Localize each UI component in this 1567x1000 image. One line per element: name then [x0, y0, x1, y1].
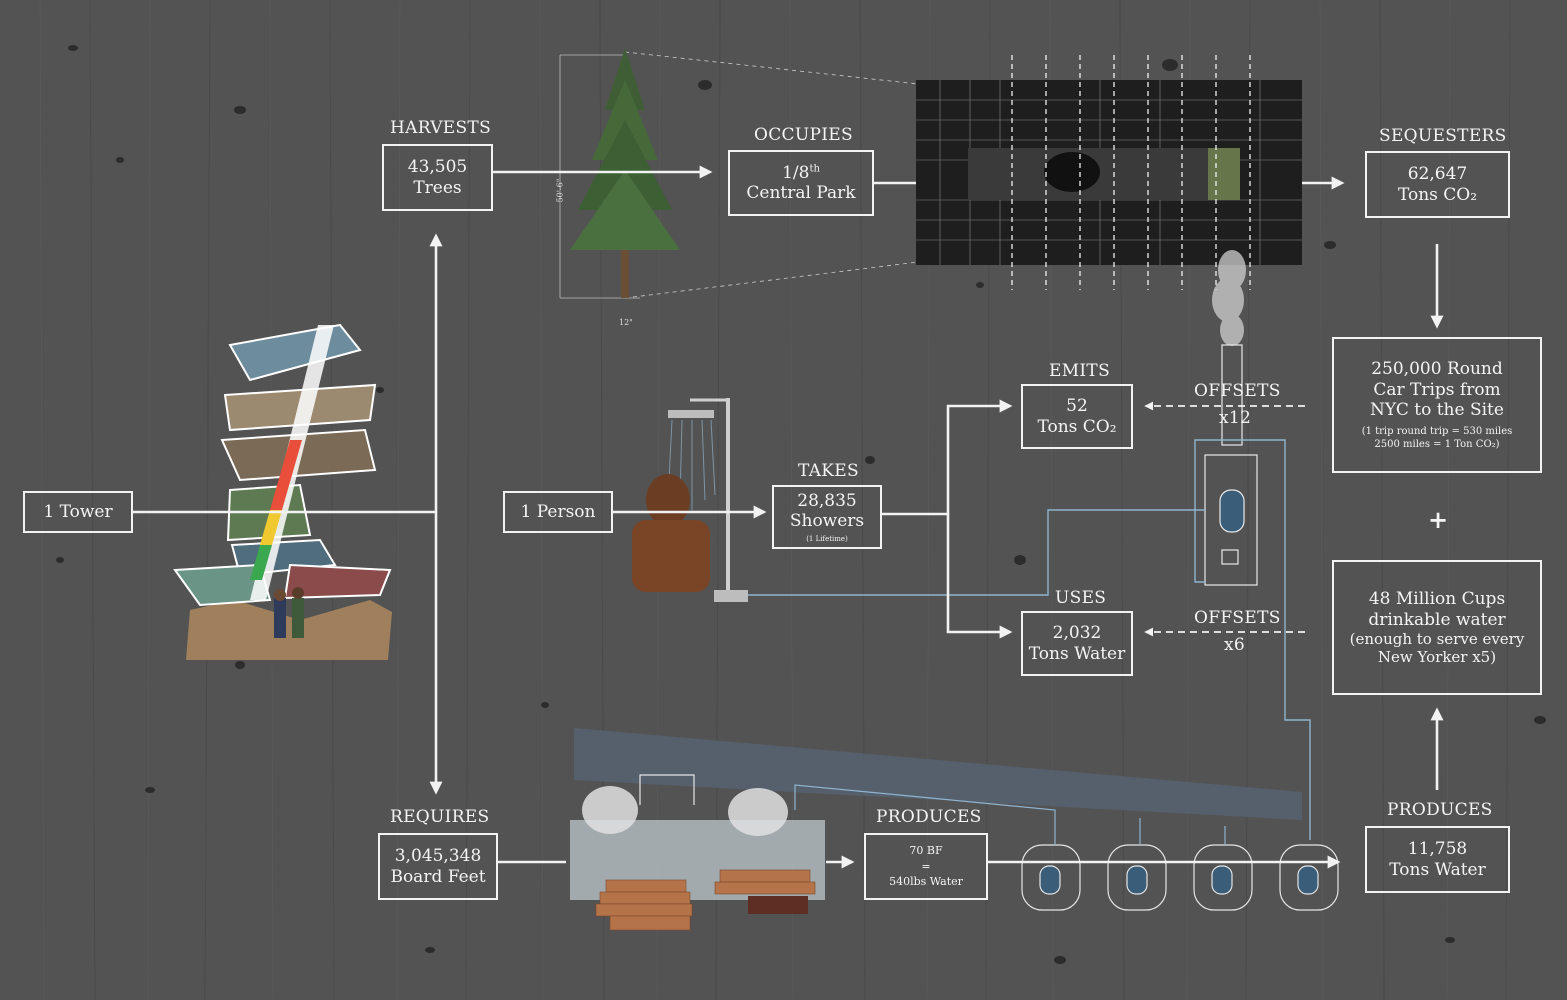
offsets-top-heading: OFFSETS [1194, 381, 1281, 401]
sequesters-value: 62,647 [1407, 164, 1468, 185]
harvests-node: 43,505 Trees [382, 144, 493, 211]
car-trips-line3: NYC to the Site [1370, 400, 1504, 421]
produces-right-unit: Tons Water [1389, 859, 1486, 880]
uses-heading: USES [1055, 588, 1107, 608]
emits-unit: Tons CO₂ [1037, 416, 1117, 437]
car-trips-line2: Car Trips from [1373, 379, 1501, 400]
takes-note: (1 Lifetime) [806, 534, 848, 543]
occupies-fraction-main: 1/8 [782, 162, 810, 183]
cups-line2: drinkable water [1368, 609, 1506, 630]
requires-heading: REQUIRES [390, 807, 490, 827]
takes-value: 28,835 [797, 490, 857, 511]
central-park-aerial [916, 55, 1302, 290]
harvests-heading: HARVESTS [390, 118, 492, 138]
produces-mid-line1: 70 BF [909, 843, 943, 857]
requires-node: 3,045,348 Board Feet [378, 833, 498, 900]
takes-unit: Showers [789, 511, 865, 532]
offsets-bottom-heading: OFFSETS [1194, 608, 1281, 628]
generator-row [639, 774, 1339, 911]
cups-line4: New Yorker x5) [1377, 647, 1497, 666]
emits-node: 52 Tons CO₂ [1021, 384, 1133, 449]
takes-heading: TAKES [798, 461, 859, 481]
produces-right-value: 11,758 [1407, 839, 1468, 860]
emits-heading: EMITS [1049, 361, 1111, 381]
cups-line3: (enough to serve every [1349, 629, 1525, 648]
takes-node: 28,835 Showers (1 Lifetime) [772, 485, 882, 549]
uses-value: 2,032 [1052, 623, 1102, 644]
requires-unit: Board Feet [390, 866, 486, 887]
occupies-heading: OCCUPIES [754, 125, 853, 145]
car-trips-note-1: (1 trip round trip = 530 miles [1361, 425, 1513, 437]
produces-mid-line2: = [921, 859, 931, 873]
lumber-kiln [570, 728, 1302, 931]
tree-illustration [559, 48, 919, 299]
cups-line1: 48 Million Cups [1368, 589, 1506, 610]
produces-right-heading: PRODUCES [1387, 800, 1493, 820]
sequesters-heading: SEQUESTERS [1379, 126, 1507, 146]
car-trips-note: (1 trip round trip = 530 miles 2500 mile… [1362, 425, 1513, 451]
occupies-node: 1/8th Central Park [728, 150, 874, 216]
tree-width-dimension: 12" [619, 318, 633, 327]
offsets-bottom-mult: x6 [1224, 635, 1246, 655]
water-pipes [748, 439, 1311, 840]
harvests-unit: Trees [413, 177, 462, 198]
sequesters-unit: Tons CO₂ [1397, 184, 1478, 205]
car-trips-node: 250,000 Round Car Trips from NYC to the … [1332, 337, 1542, 473]
plus-symbol: + [1428, 505, 1449, 534]
occupies-fraction: 1/8th [782, 163, 820, 183]
car-trips-line1: 250,000 Round [1371, 359, 1503, 380]
offsets-top-mult: x12 [1219, 408, 1252, 428]
car-trips-note-2: 2500 miles = 1 Ton CO₂) [1374, 438, 1500, 450]
uses-node: 2,032 Tons Water [1021, 611, 1133, 676]
water-generator [1204, 344, 1258, 586]
person-label: 1 Person [520, 501, 596, 522]
tower-label: 1 Tower [43, 501, 113, 522]
tower-node: 1 Tower [23, 491, 133, 533]
tower-illustration [173, 323, 392, 660]
steam-plume [1212, 250, 1246, 346]
cups-node: 48 Million Cups drinkable water (enough … [1332, 560, 1542, 695]
requires-value: 3,045,348 [394, 846, 482, 867]
occupies-fraction-sup: th [809, 162, 820, 174]
produces-right-node: 11,758 Tons Water [1365, 826, 1510, 893]
produces-mid-heading: PRODUCES [876, 807, 982, 827]
emits-value: 52 [1066, 396, 1088, 417]
occupies-place: Central Park [746, 183, 856, 203]
produces-mid-line3: 540lbs Water [889, 875, 963, 889]
produces-mid-node: 70 BF = 540lbs Water [864, 833, 988, 900]
harvests-value: 43,505 [407, 157, 468, 178]
person-node: 1 Person [503, 491, 613, 533]
uses-unit: Tons Water [1028, 643, 1126, 664]
tree-height-dimension: 50'-6" [555, 178, 565, 203]
sequesters-node: 62,647 Tons CO₂ [1365, 151, 1510, 218]
shower-illustration [632, 398, 748, 602]
